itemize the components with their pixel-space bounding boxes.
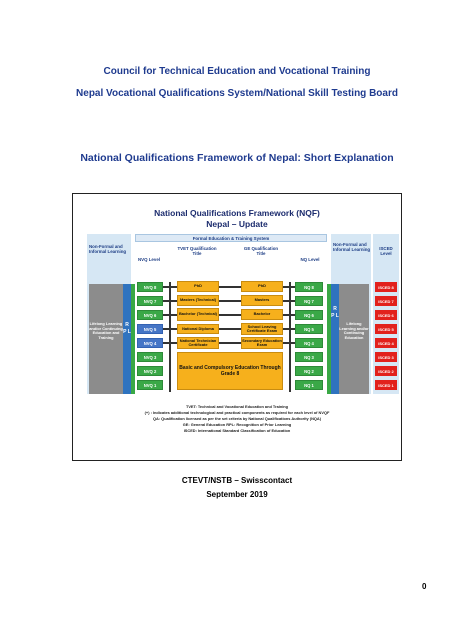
vertical-connector [169,282,171,392]
legend-line-4: GE: General Education RPL: Recognition o… [182,422,292,427]
ge-bachelor: Bachelor [241,309,283,320]
connector-arrow [219,286,241,288]
ge-secondary-education-exam: Secondary Education Exam [241,337,283,349]
ge-school-leaving-certificate: School Leaving Certificate Exam [241,323,283,335]
legend-line-1: TVET: Technical and Vocational Education… [185,404,289,409]
header-line-2: Nepal Vocational Qualifications System/N… [76,88,398,99]
isced-level-3: ISCED 3 [375,352,397,362]
vertical-connector [289,282,291,392]
basic-compulsory-education: Basic and Compulsory Education Through G… [177,352,283,390]
connector-arrow [219,342,241,344]
nq-level-3: NQ 3 [295,352,323,362]
nq-level-8: NQ 8 [295,282,323,292]
tvet-bachelor: Bachelor (Technical) [177,308,219,321]
footer-date: September 2019 [206,490,268,499]
tvet-national-diploma: National Diploma [177,324,219,334]
nvq-level-7: NVQ 7 [137,296,163,306]
nvq-level-6: NVQ 6 [137,310,163,320]
diagram-title-line-1: National Qualifications Framework (NQF) [154,208,320,218]
left-lifelong-learning-bar [89,284,123,394]
document-subtitle: National Qualifications Framework of Nep… [80,152,394,164]
nvq-level-4: NVQ 4 [137,338,163,348]
isced-level-1: ISCED 1 [375,380,397,390]
right-green-strip [327,284,331,394]
left-lifelong-learning-label: Lifelong Learning and/or Continuing Educ… [89,321,123,340]
legend-line-5: ISCED: International Standard Classifica… [183,428,291,433]
isced-level-6: ISCED 6 [375,310,397,320]
right-lifelong-learning-bar [339,284,369,394]
nqf-diagram: National Qualifications Framework (NQF) … [72,193,402,461]
connector-arrow [219,300,241,302]
legend-line-3: QA: Qualification licensed as per the se… [152,416,322,421]
tvet-technician-certificate: National Technician Certificate [177,337,219,349]
isced-level-2: ISCED 2 [375,366,397,376]
left-nonformal-header: Non-Formal and Informal Learning [89,244,127,254]
right-nonformal-header: Non-Formal and Informal Learning [333,242,371,252]
ge-phd: PhD [241,281,283,292]
isced-level-8: ISCED 8 [375,282,397,292]
right-rpl-label: R P L [331,306,339,319]
nq-level-header: NQ Level [300,257,320,262]
isced-level-4: ISCED 4 [375,338,397,348]
nvq-level-header: NVQ Level [138,257,160,262]
tvet-title-header: TVET Qualification Title [177,246,217,256]
nq-level-7: NQ 7 [295,296,323,306]
right-lifelong-learning-label: Lifelong Learning and/or Continuing Educ… [339,321,369,340]
formal-education-band: Formal Education & Training System [135,234,327,242]
nq-level-2: NQ 2 [295,366,323,376]
tvet-phd: PhD [177,281,219,292]
header-line-1: Council for Technical Education and Voca… [103,66,371,77]
ge-masters: Masters [241,295,283,306]
legend-line-2: (+) : Indicates additional technological… [144,410,330,415]
nvq-level-8: NVQ 8 [137,282,163,292]
left-rpl-label: R P L [123,322,131,335]
nq-level-1: NQ 1 [295,380,323,390]
nq-level-4: NQ 4 [295,338,323,348]
isced-level-5: ISCED 5 [375,324,397,334]
isced-header: ISCED Level [379,246,393,256]
nvq-level-5: NVQ 5 [137,324,163,334]
connector-arrow [219,328,241,330]
diagram-title-line-2: Nepal – Update [206,219,268,229]
left-green-strip [131,284,135,394]
page-number: 0 [422,582,427,591]
isced-level-7: ISCED 7 [375,296,397,306]
connector-arrow [219,314,241,316]
diagram-title: National Qualifications Framework (NQF) … [73,208,401,230]
nvq-level-1: NVQ 1 [137,380,163,390]
nvq-level-3: NVQ 3 [137,352,163,362]
right-rpl-strip [331,284,339,394]
nq-level-6: NQ 6 [295,310,323,320]
nq-level-5: NQ 5 [295,324,323,334]
nvq-level-2: NVQ 2 [137,366,163,376]
tvet-masters: Masters (Technical) [177,295,219,306]
ge-title-header: GE Qualification Title [243,246,279,256]
left-rpl-strip [123,284,131,394]
footer-organization: CTEVT/NSTB – Swisscontact [181,476,293,485]
